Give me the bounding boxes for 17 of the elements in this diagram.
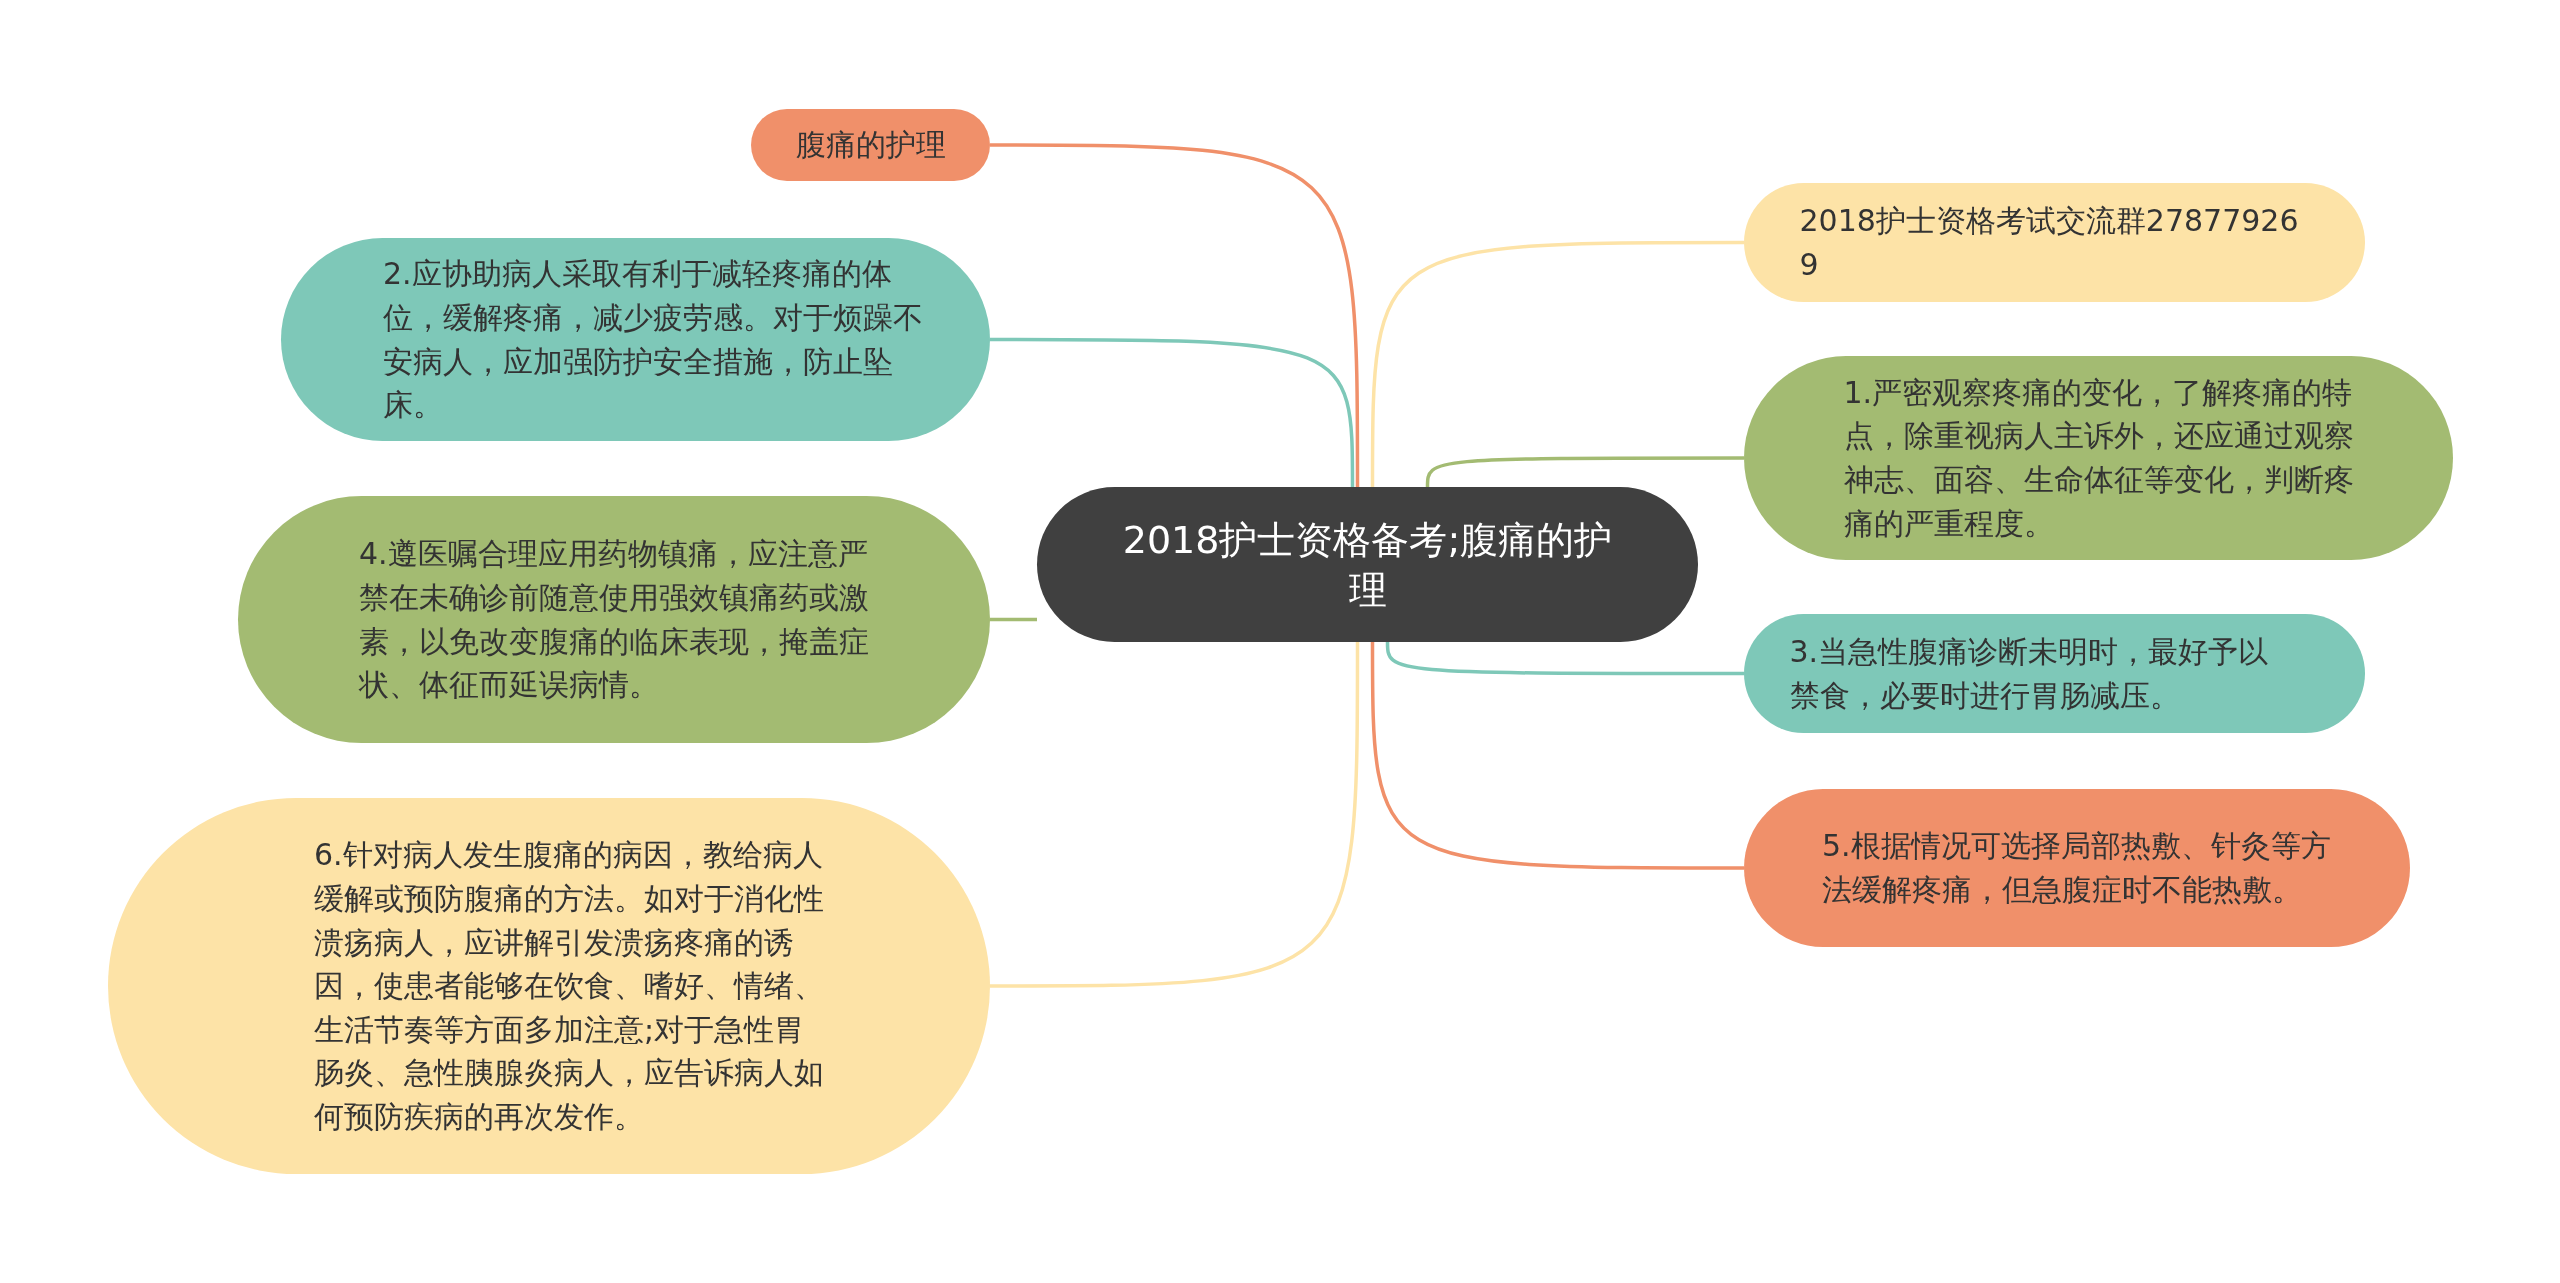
connector-line <box>990 617 1037 622</box>
node-text: 6.针对病人发生腹痛的病因，教给病人缓解或预防腹痛的方法。如对于消化性溃疡病人，应讲解引发溃疡疼痛的诱因，使患者能够在饮食、嗜好、情绪、生活节奏等方面多加注意;对于急性胃肠炎、急性胰腺炎病人，应告诉病人如何预防疾病的再次发作。 <box>314 836 824 1136</box>
connector-line <box>990 143 1360 487</box>
node-text: 腹痛的护理 <box>794 126 947 165</box>
node-text: 4.遵医嘱合理应用药物镇痛，应注意严禁在未确诊前随意使用强效镇痛药或激素，以免改变腹痛的临床表现，掩盖症状、体征而延误病情。 <box>359 535 869 705</box>
node-text: 1.严密观察疼痛的变化，了解疼痛的特点，除重视病人主诉外，还应通过观察神志、面容、生命体征等变化，判断疼痛的严重程度。 <box>1843 373 2354 543</box>
node-text: 5.根据情况可选择局部热敷、针灸等方法缓解疼痛，但急腹症时不能热敷。 <box>1822 827 2332 909</box>
connector-line <box>990 642 1360 988</box>
node-text: 2018护士资格考试交流群278779269 <box>1799 201 2300 284</box>
connector-line <box>1370 240 1744 487</box>
node-text: 2.应协助病人采取有利于减轻疼痛的体位，缓解疼痛，减少疲劳感。对于烦躁不安病人，应加强防护安全措施，防止坠床。 <box>383 255 924 425</box>
node-text: 2018护士资格备考;腹痛的护理 <box>1121 516 1614 614</box>
connector-line <box>1370 642 1744 870</box>
connector-line <box>1385 641 1744 676</box>
node-text: 3.当急性腹痛诊断未明时，最好予以禁食，必要时进行胃肠减压。 <box>1789 632 2270 715</box>
connector-line <box>1425 456 1744 488</box>
connector-line <box>990 337 1355 487</box>
